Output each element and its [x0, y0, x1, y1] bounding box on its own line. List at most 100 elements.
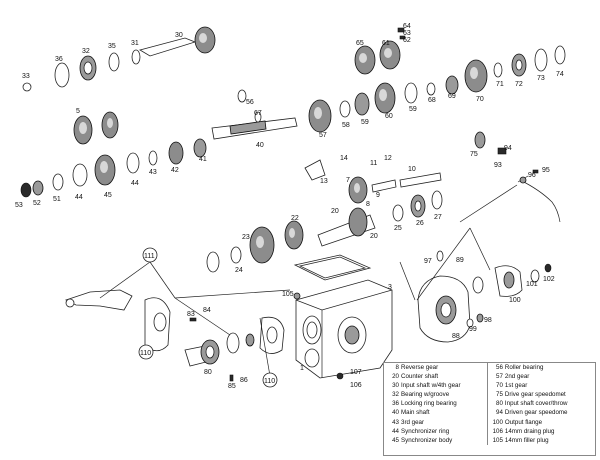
callout-101: 101 — [526, 281, 538, 288]
legend-part-number: 105 — [486, 435, 504, 445]
legend-part-name: Counter shaft — [401, 373, 439, 381]
callout-95: 95 — [542, 167, 550, 174]
legend-part-name: Reverse gear — [401, 364, 439, 371]
callout-1: 1 — [300, 365, 304, 372]
callout-84: 84 — [203, 307, 211, 314]
callout-44b: 44 — [131, 180, 139, 187]
callout-51: 51 — [53, 196, 61, 203]
legend-part-name: 1st gear — [504, 382, 528, 390]
callout-42: 42 — [171, 167, 179, 174]
legend-part-number: 75 — [486, 390, 504, 400]
callout-14: 14 — [340, 155, 348, 162]
callout-27: 27 — [434, 214, 442, 221]
legend-part-number: 56 — [486, 363, 504, 373]
callout-105: 105 — [282, 291, 294, 298]
callout-88: 88 — [452, 333, 460, 340]
callout-41: 41 — [199, 156, 207, 163]
callout-59a: 59 — [361, 119, 369, 126]
legend-part-number: 70 — [486, 381, 504, 391]
callout-69: 69 — [448, 93, 456, 100]
callout-25: 25 — [394, 225, 402, 232]
input-shaft-assembly — [22, 26, 216, 92]
callout-31: 31 — [131, 40, 139, 47]
legend-part-number: 20 — [392, 373, 399, 381]
callout-59b: 59 — [409, 106, 417, 113]
callout-68: 68 — [428, 97, 436, 104]
callout-52: 52 — [33, 200, 41, 207]
leader-lines — [99, 227, 491, 377]
callout-74: 74 — [556, 71, 564, 78]
callout-20a: 20 — [331, 208, 339, 215]
callout-83: 83 — [187, 311, 195, 318]
callout-12: 12 — [384, 155, 392, 162]
callout-65: 65 — [356, 40, 364, 47]
callout-53: 53 — [15, 202, 23, 209]
callout-9: 9 — [376, 192, 380, 199]
callout-20b: 20 — [370, 233, 378, 240]
callout-85: 85 — [228, 383, 236, 390]
callout-86: 86 — [240, 377, 248, 384]
speedometer-drive — [459, 169, 561, 223]
callout-102: 102 — [543, 276, 555, 283]
legend-part-number: 100 — [486, 417, 504, 427]
legend-part-number: 44 — [392, 427, 399, 435]
legend-part-number: 94 — [486, 408, 504, 418]
callout-40: 40 — [256, 142, 264, 149]
legend-part-number: 40 — [392, 409, 399, 417]
callout-8: 8 — [366, 201, 370, 208]
callout-numbers: 33 36 32 35 31 30 5 53 52 51 44 45 44 43… — [15, 23, 564, 390]
gear-cluster-right — [308, 27, 566, 133]
synchronizer-assembly — [20, 111, 207, 198]
legend-part-number: 43 — [392, 418, 399, 426]
callout-96: 96 — [528, 172, 536, 179]
callout-43: 43 — [149, 169, 157, 176]
callout-61: 61 — [382, 40, 390, 47]
counter-shaft-assembly — [206, 190, 443, 273]
callout-24: 24 — [235, 267, 243, 274]
callout-33: 33 — [22, 73, 30, 80]
callout-80: 80 — [204, 369, 212, 376]
legend-part-name: Input shaft cover/throw — [504, 400, 568, 408]
callout-44a: 44 — [75, 194, 83, 201]
callout-35: 35 — [108, 43, 116, 50]
callout-23: 23 — [242, 234, 250, 241]
callout-3: 3 — [388, 284, 392, 291]
callout-97: 97 — [424, 258, 432, 265]
main-shaft — [211, 89, 298, 140]
legend-part-name: 14mm filler plug — [504, 436, 549, 444]
legend-part-name: 2nd gear — [504, 373, 530, 381]
callout-26: 26 — [416, 220, 424, 227]
shift-components — [304, 131, 507, 204]
callout-7: 7 — [346, 177, 350, 184]
legend-part-number: 106 — [486, 426, 504, 436]
callout-45: 45 — [104, 192, 112, 199]
front-cover-assembly — [64, 289, 285, 382]
callout-62: 62 — [403, 37, 411, 44]
legend-part-name: Drive gear speedomet — [504, 391, 566, 399]
callout-72: 72 — [515, 81, 523, 88]
callout-67: 67 — [254, 110, 262, 117]
callout-107: 107 — [350, 369, 362, 376]
callout-13: 13 — [320, 178, 328, 185]
callout-64: 64 — [403, 23, 411, 30]
callout-63: 63 — [403, 30, 411, 37]
legend-part-name: Driven gear speedome — [504, 409, 568, 417]
callout-110b: 110 — [264, 378, 275, 385]
callout-100: 100 — [509, 297, 521, 304]
callout-73: 73 — [537, 75, 545, 82]
callout-32: 32 — [82, 48, 90, 55]
callout-60: 60 — [385, 113, 393, 120]
legend-part-name: Bearing w/groove — [401, 391, 450, 399]
callout-57: 57 — [319, 132, 327, 139]
legend-part-number: 30 — [392, 382, 399, 390]
callout-11: 11 — [370, 160, 377, 167]
callout-30: 30 — [175, 32, 183, 39]
